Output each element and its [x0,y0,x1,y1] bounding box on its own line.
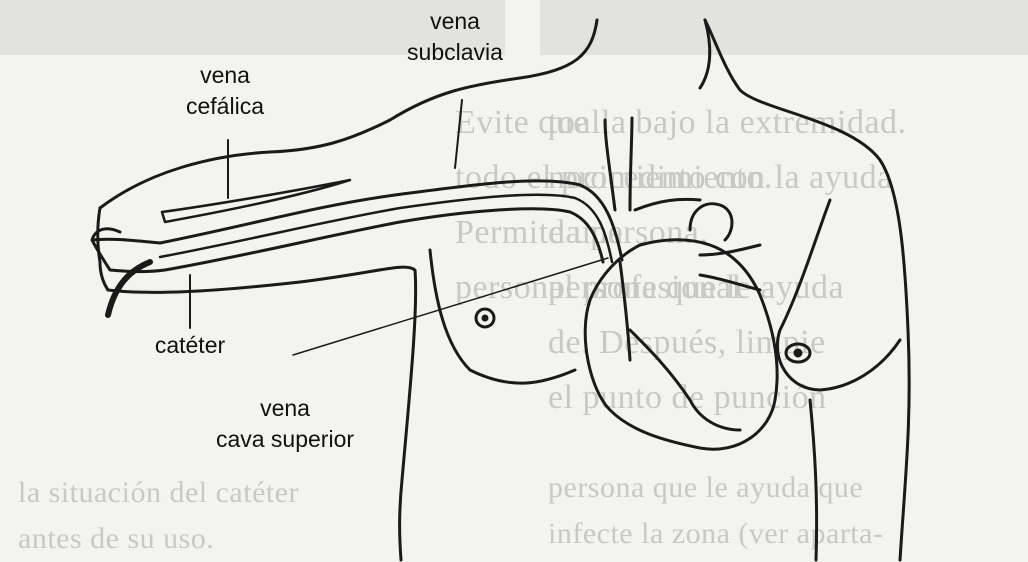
vessel-jugular-right [630,118,632,210]
leader-subclavia [455,100,462,168]
label-vena-cefalica: vena cefálica [150,60,300,122]
heart-arteries [700,245,760,290]
vessel-branch [635,199,700,210]
vena-subclavia-upper [160,181,622,260]
label-vena-cava-superior: vena cava superior [185,393,385,455]
label-line: vena [380,6,530,37]
heart-aorta [690,204,732,240]
vena-subclavia-lower [165,209,603,270]
label-line: cefálica [150,91,300,122]
vessel-jugular-left [605,120,615,210]
label-cateter: catéter [125,330,255,361]
label-line: vena [150,60,300,91]
torso-center-line [810,400,817,560]
label-line: vena [185,393,385,424]
neck-right-outline [705,20,909,560]
arm-end-outline [98,208,108,290]
nipple-right-center [795,350,801,356]
heart-outline [585,240,777,449]
label-line: catéter [125,330,255,361]
vein-stub [92,229,165,272]
heart-detail [630,330,740,430]
label-line: subclavia [380,37,530,68]
nipple-left-center [483,316,487,320]
label-line: cava superior [185,424,385,455]
vena-cefalica [162,180,350,222]
chest-left-outline [430,250,575,383]
vena-cava-superior [620,262,630,360]
label-vena-subclavia: vena subclavia [380,6,530,68]
